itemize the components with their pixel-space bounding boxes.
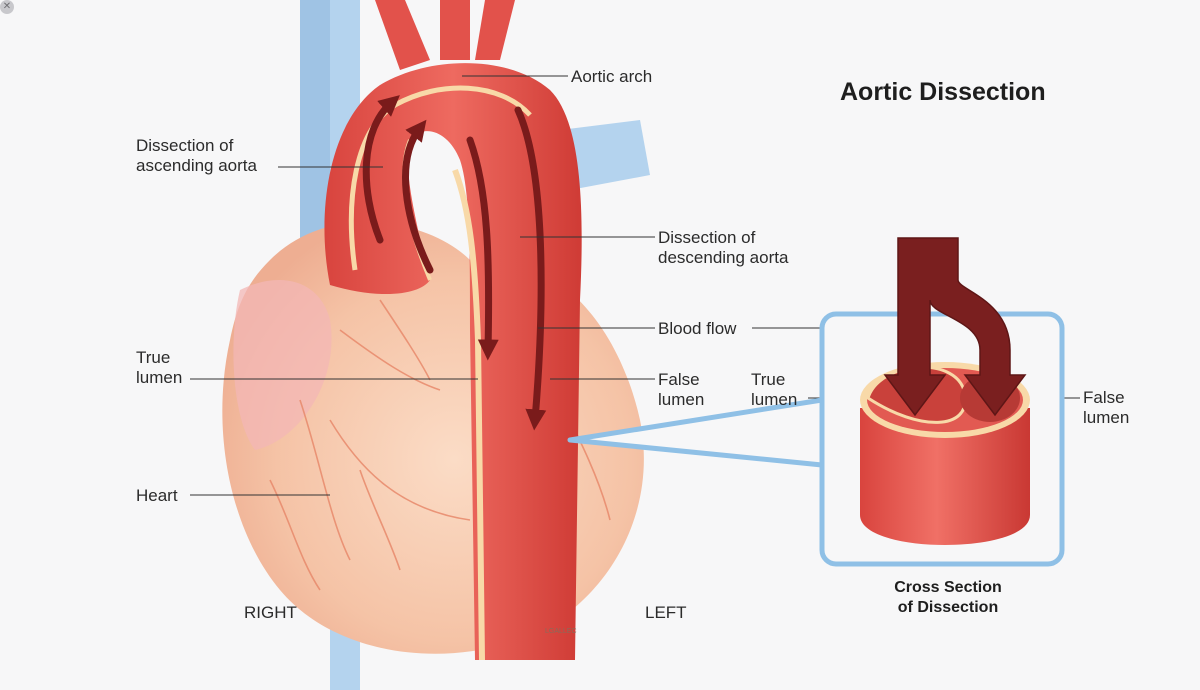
inset-caption: Cross Section of Dissection — [894, 579, 1002, 616]
label-true-lumen: True lumen — [136, 348, 183, 387]
label-dissection-ascending: Dissection of ascending aorta — [136, 136, 257, 175]
pulmonary-vessel — [560, 120, 650, 190]
diagram-title: Aortic Dissection — [840, 78, 1046, 106]
label-right-side: RIGHT — [244, 603, 297, 622]
arch-branches — [375, 0, 515, 70]
close-button[interactable]: ✕ — [0, 0, 14, 14]
label-blood-flow: Blood flow — [658, 319, 737, 338]
cross-section-flow-arrow — [883, 237, 1027, 417]
close-icon: ✕ — [2, 1, 12, 12]
label-aortic-arch: Aortic arch — [571, 67, 653, 86]
label-dissection-descending: Dissection of descending aorta — [658, 228, 789, 267]
label-false-lumen: False lumen — [658, 370, 705, 409]
label-left-side: LEFT — [645, 603, 687, 622]
label-inset-false-lumen: False lumen — [1083, 388, 1130, 427]
label-inset-true-lumen: True lumen — [751, 370, 798, 409]
blood-flow-arrows — [362, 95, 547, 431]
label-heart: Heart — [136, 486, 178, 505]
artist-signature: LGALLEC — [545, 628, 577, 635]
